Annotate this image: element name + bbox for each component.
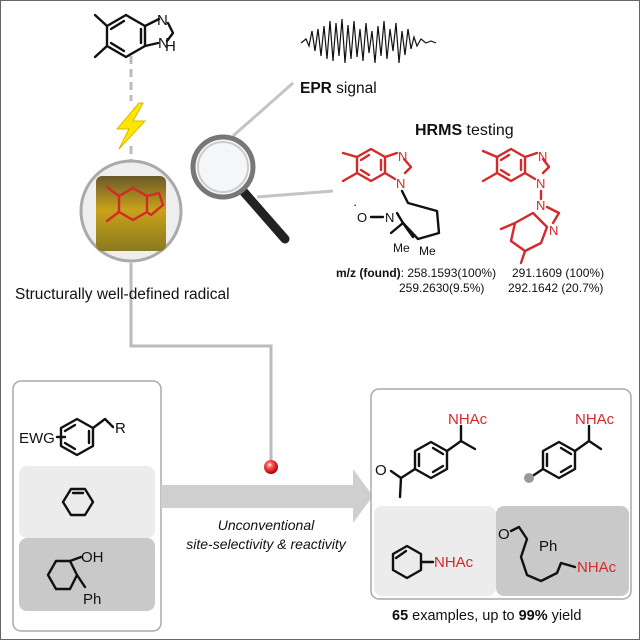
substituent-dot-icon xyxy=(524,473,534,483)
nhac-label: NHAc xyxy=(577,559,617,576)
mz-right-2: 292.1642 (20.7%) xyxy=(508,281,603,295)
oh-label: OH xyxy=(81,549,104,566)
radical-caption: Structurally well-defined radical xyxy=(15,286,230,303)
atom-label: O xyxy=(357,210,367,225)
atom-label: N xyxy=(157,12,168,29)
atom-label: O xyxy=(498,526,510,543)
hrms-mz-values: m/z (found): 258.1593(100%) 259.2630(9.5… xyxy=(336,266,604,295)
atom-label: N xyxy=(158,35,169,52)
atom-label: Me xyxy=(393,241,410,255)
mz-row-1: m/z (found): 258.1593(100%) xyxy=(336,266,496,280)
substrate-panel: EWG R OH Ph xyxy=(12,380,162,632)
dmpo-adduct-structure: N N · O N Me Me xyxy=(341,147,441,258)
epr-label: EPR signal xyxy=(300,80,377,97)
radical-vial-photo xyxy=(79,159,183,263)
atom-label: Me xyxy=(419,244,436,258)
atom-label: H xyxy=(165,38,176,55)
nhac-label: NHAc xyxy=(434,554,474,571)
atom-label: N xyxy=(385,210,394,225)
r-label: R xyxy=(115,420,126,437)
atom-label: N xyxy=(538,149,547,164)
radical-ball-icon xyxy=(264,460,278,474)
atom-label: N xyxy=(549,223,558,238)
product-panel: O NHAc NHAc NHAc O Ph NHAc xyxy=(370,388,632,600)
epr-signal-trace xyxy=(300,18,437,64)
atom-label: N xyxy=(398,149,407,164)
hrms-title: HRMS testing xyxy=(415,122,514,139)
arrow-label-line2: site-selectivity & reactivity xyxy=(186,536,346,552)
atom-label: N xyxy=(536,176,545,191)
ewg-label: EWG xyxy=(19,430,55,447)
dimer-structure: N N N N xyxy=(481,147,561,265)
dimethylbenzimidazole-structure: N N H xyxy=(93,12,176,59)
ph-label: Ph xyxy=(83,591,101,608)
magnifying-glass-icon xyxy=(190,134,290,244)
atom-label: O xyxy=(375,462,387,479)
arrow-label-line1: Unconventional xyxy=(218,517,315,533)
mz-right-1: 291.1609 (100%) xyxy=(512,266,604,280)
atom-label: N xyxy=(396,176,405,191)
mz-row-2: 259.2630(9.5%) xyxy=(399,281,484,295)
nhac-label: NHAc xyxy=(575,411,615,428)
atom-label: N xyxy=(536,198,545,213)
connector-lines xyxy=(129,56,334,461)
radical-dot: · xyxy=(353,197,357,212)
nhac-label: NHAc xyxy=(448,411,488,428)
reaction-arrow: Unconventional site-selectivity & reacti… xyxy=(161,460,373,552)
lightning-bolt-icon xyxy=(115,102,147,150)
scope-summary: 65 examples, up to 99% yield xyxy=(392,608,581,624)
ph-label: Ph xyxy=(539,538,557,555)
